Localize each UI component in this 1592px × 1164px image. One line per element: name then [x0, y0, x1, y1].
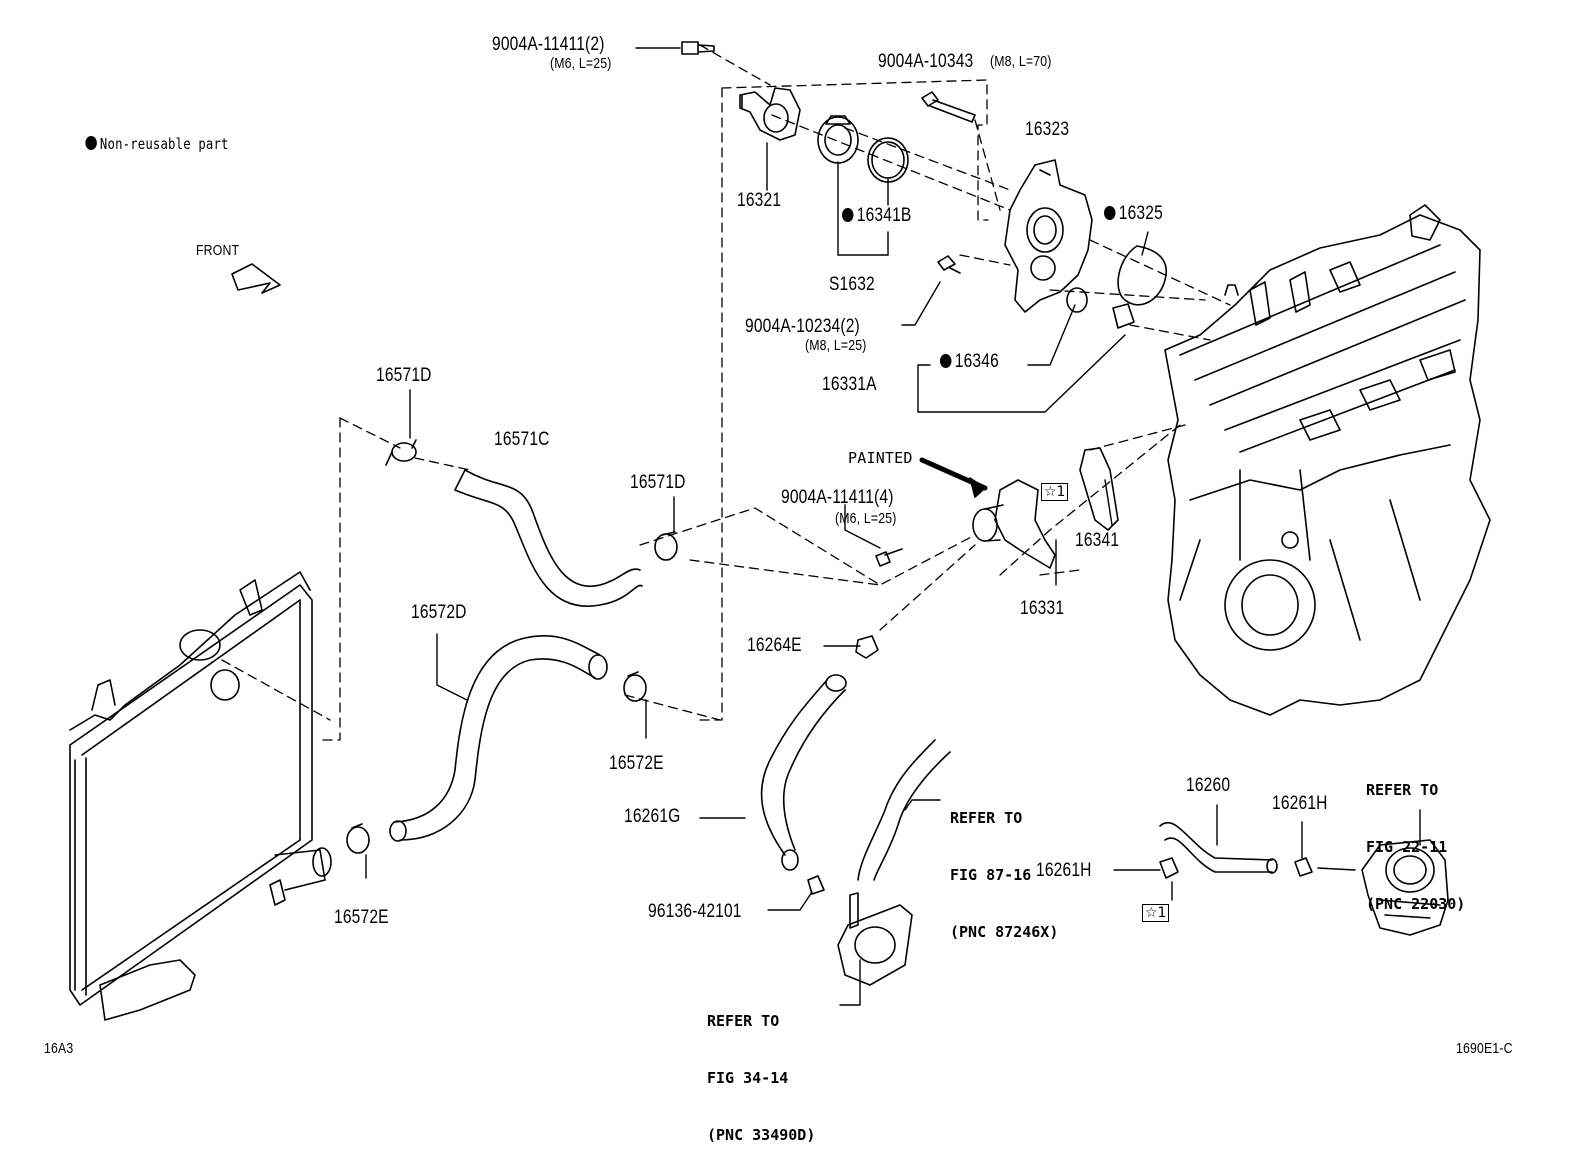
figure-code: 16A3: [44, 1040, 74, 1057]
hose-16572D: [389, 634, 608, 842]
bolt-icons: [681, 41, 976, 567]
figure-reference: 1690E1-C: [1456, 1040, 1513, 1057]
part-9004A-11411-2-spec: (M6, L=25): [550, 55, 612, 72]
front-arrow-icon: [231, 263, 281, 294]
front-label: FRONT: [196, 242, 240, 259]
part-9004A-11411-4-spec: (M6, L=25): [835, 510, 897, 527]
throttle-body-icon: [1361, 839, 1449, 936]
part-96136-42101: 96136-42101: [648, 901, 742, 922]
parts-diagram: Non-reusable part FRONT 9004A-11411(2) (…: [44, 34, 1513, 1145]
part-16261G: 16261G: [624, 806, 681, 827]
reference-line-3: (PNC 33490D): [707, 1126, 816, 1144]
star-1-marker-lower: ☆1: [1142, 904, 1170, 922]
part-16325: 16325: [1104, 204, 1163, 224]
part-9004A-11411-4: 9004A-11411(4): [781, 487, 894, 508]
part-16341B: 16341B: [842, 206, 911, 226]
hose-16260: [1159, 821, 1278, 874]
part-16341B-text: 16341B: [856, 205, 912, 226]
painted-label: PAINTED: [848, 449, 913, 467]
oil-cooler-icon: [837, 892, 913, 986]
part-9004A-10234-2: 9004A-10234(2): [745, 316, 860, 337]
water-inlet-16321: [739, 87, 801, 141]
water-outlet-16331: [972, 447, 1119, 569]
part-16572E-left: 16572E: [334, 907, 389, 928]
non-reusable-dot-icon: [940, 354, 952, 368]
part-16571C: 16571C: [494, 429, 550, 450]
reference-line-2: FIG 34-14: [707, 1069, 789, 1087]
reference-fig-34-14: REFER TO FIG 34-14 (PNC 33490D): [707, 974, 815, 1164]
part-9004A-10343-spec: (M8, L=70): [990, 53, 1052, 70]
part-9004A-10343: 9004A-10343: [878, 51, 974, 72]
reference-fig-22-11: REFER TO FIG 22-11 (PNC 22030): [1366, 743, 1465, 933]
part-16331: 16331: [1020, 598, 1065, 619]
hose-87246X: [857, 739, 951, 881]
part-16321: 16321: [737, 190, 782, 211]
part-9004A-10234-2-spec: (M8, L=25): [805, 337, 867, 354]
reference-line-2: FIG 87-16: [950, 866, 1032, 884]
part-16572E-right: 16572E: [609, 753, 664, 774]
part-16571D-upper: 16571D: [376, 365, 432, 386]
legend-text: Non-reusable part: [99, 135, 229, 153]
reference-line-2: FIG 22-11: [1366, 838, 1448, 856]
part-16323: 16323: [1025, 119, 1070, 140]
reference-line-3: (PNC 22030): [1366, 895, 1466, 913]
part-9004A-11411-2: 9004A-11411(2): [492, 34, 605, 55]
radiator-icon: [69, 571, 332, 1021]
hose-16261G: [760, 674, 847, 871]
dashed-guide-lines: [221, 44, 1231, 741]
part-16261H-left: 16261H: [1036, 860, 1092, 881]
reference-line-3: (PNC 87246X): [950, 923, 1059, 941]
non-reusable-dot-icon: [1104, 206, 1116, 220]
part-16571D-right: 16571D: [630, 472, 686, 493]
non-reusable-dot-icon: [842, 208, 854, 222]
thermostat-housing-16323: [1004, 159, 1167, 329]
non-reusable-dot-icon: [85, 136, 97, 150]
part-16346-text: 16346: [954, 351, 999, 372]
part-S1632: S1632: [829, 274, 875, 295]
reference-line-1: REFER TO: [950, 809, 1023, 827]
part-16572D: 16572D: [411, 602, 467, 623]
part-16346: 16346: [940, 352, 999, 372]
reference-line-1: REFER TO: [1366, 781, 1439, 799]
part-16331A: 16331A: [822, 374, 877, 395]
part-16261H-right: 16261H: [1272, 793, 1328, 814]
part-16264E: 16264E: [747, 635, 802, 656]
thermostat-icon: [817, 115, 909, 183]
hose-16571C: [454, 469, 643, 607]
diagram-drawing: [69, 41, 1491, 1021]
part-16260: 16260: [1186, 775, 1231, 796]
leader-lines: [365, 47, 1421, 1006]
engine-block-icon: [1164, 204, 1491, 716]
clamp-icons: [346, 439, 1356, 895]
part-16341: 16341: [1075, 530, 1120, 551]
legend-non-reusable: Non-reusable part: [78, 120, 229, 153]
reference-line-1: REFER TO: [707, 1012, 780, 1030]
reference-fig-87-16: REFER TO FIG 87-16 (PNC 87246X): [950, 771, 1058, 961]
part-16325-text: 16325: [1118, 203, 1163, 224]
painted-arrowhead-icon: [969, 477, 986, 498]
star-1-marker-upper: ☆1: [1041, 483, 1069, 501]
